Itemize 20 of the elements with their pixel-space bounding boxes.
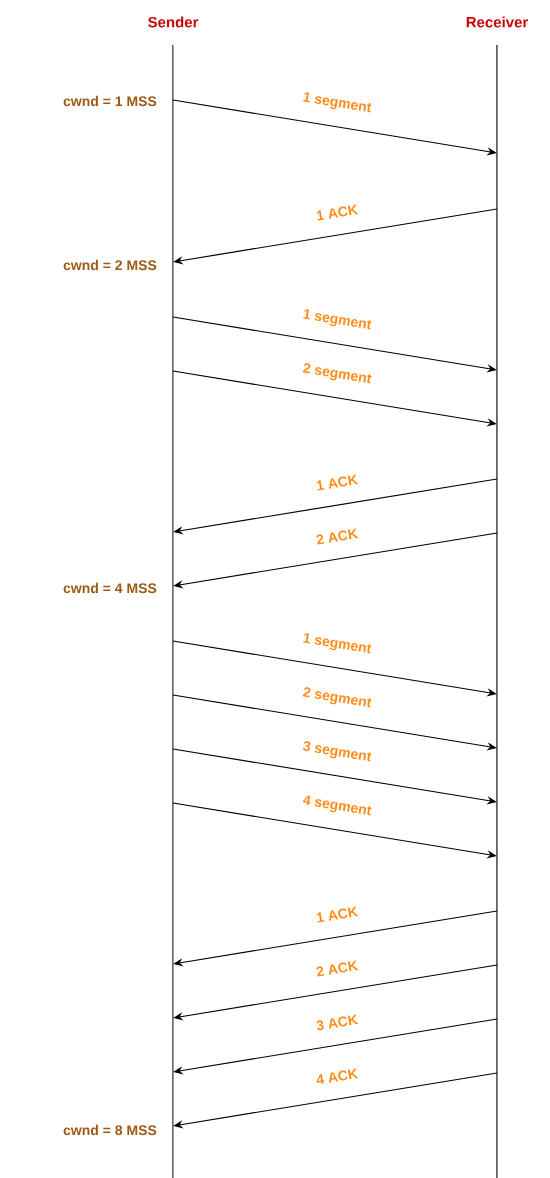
edge-label: 3 segment — [303, 741, 372, 762]
window-size-label: cwnd = 2 MSS — [63, 259, 157, 271]
edge-label: 1 ACK — [316, 906, 359, 923]
edge-label: 3 ACK — [316, 1014, 359, 1031]
edge-label: 2 segment — [302, 363, 372, 384]
edge-label: 1 segment — [303, 633, 372, 654]
edge-label: 1 segment — [303, 92, 372, 113]
lifeline-heading: Receiver — [466, 16, 529, 28]
edge-label: 4 segment — [302, 795, 372, 816]
window-size-label: cwnd = 1 MSS — [63, 95, 157, 107]
edge-label: 1 ACK — [316, 204, 359, 221]
edge-label: 4 ACK — [316, 1068, 359, 1084]
edge-label: 2 ACK — [316, 528, 359, 545]
lifeline-heading: Sender — [148, 16, 199, 28]
window-size-label: cwnd = 4 MSS — [63, 582, 157, 594]
window-size-label: cwnd = 8 MSS — [63, 1124, 157, 1136]
edge-label: 1 segment — [303, 309, 372, 330]
edge-label: 2 segment — [302, 687, 372, 708]
edge-label: 1 ACK — [316, 474, 359, 491]
edge-label: 2 ACK — [316, 960, 359, 977]
